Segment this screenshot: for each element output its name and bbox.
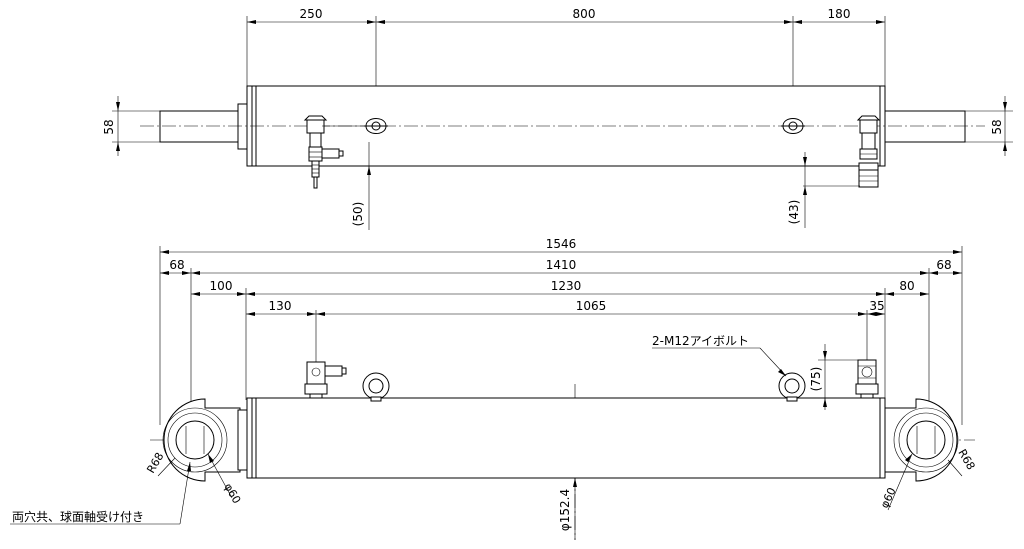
dim-58-left: 58 — [102, 119, 116, 134]
dim-1230: 1230 — [551, 279, 582, 293]
eyebolt-top-left — [364, 118, 388, 134]
left-rod-collar — [237, 103, 248, 150]
fitting-top-left — [303, 115, 344, 189]
dim-68-left: 68 — [169, 258, 184, 272]
diameter-phi152: φ152.4 — [558, 489, 572, 531]
left-rod-end — [159, 110, 241, 143]
diameter-phi60-left: φ60 — [221, 481, 243, 506]
note-bearing: 両穴共、球面軸受け付き — [12, 509, 144, 524]
dim-100: 100 — [210, 279, 233, 293]
cylinder-body-front — [246, 397, 886, 479]
right-rod-eye — [884, 398, 959, 482]
eyebolt-top-right — [781, 118, 805, 134]
diameter-phi60-right: φ60 — [878, 486, 899, 511]
radius-r68-right: R68 — [955, 447, 977, 472]
dim-180: 180 — [828, 7, 851, 21]
dim-250: 250 — [300, 7, 323, 21]
fitting-top-right — [856, 115, 881, 188]
dim-50: (50) — [351, 202, 365, 227]
fitting-front-right — [855, 359, 879, 399]
dim-35: 35 — [869, 299, 884, 313]
dim-58-right: 58 — [990, 119, 1004, 134]
dim-75: (75) — [809, 367, 823, 392]
right-rod-end — [884, 110, 966, 143]
dim-130: 130 — [269, 299, 292, 313]
dim-1065: 1065 — [576, 299, 607, 313]
front-view: 1546 68 1410 68 100 1230 80 130 1065 35 — [10, 237, 977, 540]
dim-43: (43) — [787, 200, 801, 225]
dim-68-right: 68 — [936, 258, 951, 272]
eyebolt-front-right — [778, 372, 806, 402]
dim-1546: 1546 — [546, 237, 577, 251]
left-rod-eye — [162, 398, 248, 482]
note-eyebolt: 2-M12アイボルト — [652, 334, 749, 348]
dim-line-top — [247, 20, 885, 24]
top-view: 250 800 180 58 58 — [102, 7, 1013, 230]
radius-r68-left: R68 — [144, 450, 166, 475]
fitting-front-left — [304, 361, 347, 399]
eyebolt-front-left — [362, 372, 390, 402]
dim-1410: 1410 — [546, 258, 577, 272]
dim-80: 80 — [899, 279, 914, 293]
dim-800: 800 — [573, 7, 596, 21]
